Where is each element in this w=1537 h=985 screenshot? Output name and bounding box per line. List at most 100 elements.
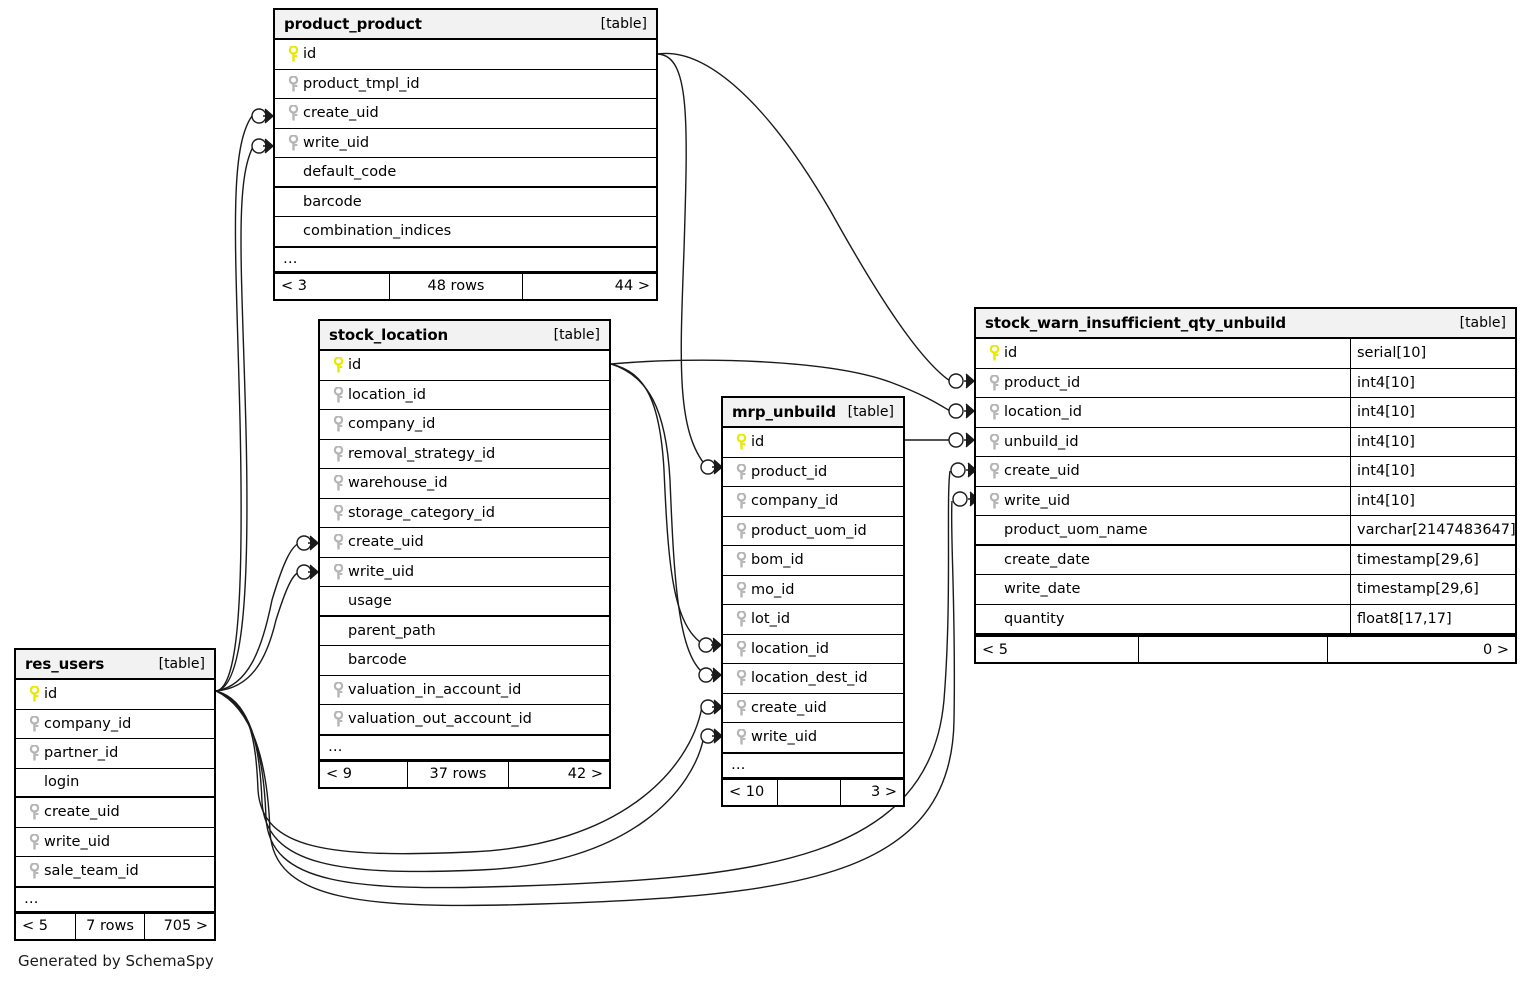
column-name-cell: write_uid [320,558,609,587]
column-name-cell: write_uid [723,723,903,752]
table-tag-label: [table] [847,403,894,420]
column-row[interactable]: combination_indices [275,217,656,247]
column-name-cell: create_date [976,546,1350,575]
foreign-key-icon [731,581,751,598]
table-tag-label: [table] [1459,314,1506,331]
column-label: login [44,774,80,791]
footer-next-count[interactable]: 705 > [144,913,214,939]
foreign-key-icon [24,833,44,850]
column-row[interactable]: default_code [275,158,656,188]
footer-prev-count[interactable]: < 5 [22,918,48,934]
foreign-key-icon [328,711,348,727]
column-row[interactable]: mo_id [723,576,903,605]
column-name-cell: write_uid [16,828,214,857]
column-row[interactable]: storage_category_id [320,499,609,528]
column-row[interactable]: warehouse_id [320,469,609,499]
table-stock_warn_insufficient_qty_unbuild[interactable]: stock_warn_insufficient_qty_unbuild [tabl… [974,307,1517,664]
column-row[interactable]: product_uom_id [723,517,903,546]
footer-row-count [777,779,840,805]
column-row[interactable]: valuation_out_account_id [320,705,609,735]
primary-key-icon [283,46,303,62]
footer-prev-count[interactable]: < 10 [729,784,765,800]
footer-prev-count[interactable]: < 9 [326,766,352,782]
column-row[interactable]: bom_id [723,546,903,576]
table-title: stock_warn_insufficient_qty_unbuild [985,313,1286,332]
column-row[interactable]: write_uid [723,723,903,753]
column-row[interactable]: id [723,428,903,458]
column-row[interactable]: sale_team_id [16,857,214,887]
table-header-mrp_unbuild: mrp_unbuild[table] [723,398,903,428]
column-row[interactable]: company_id [723,487,903,517]
column-row[interactable]: barcode [320,646,609,676]
column-row[interactable]: company_id [320,410,609,440]
column-row[interactable]: parent_path [320,617,609,646]
column-row[interactable]: write_uid [320,558,609,587]
column-name-cell: barcode [320,646,609,675]
column-row[interactable]: location_id [723,635,903,664]
column-label: product_uom_id [751,522,867,539]
column-row[interactable]: valuation_in_account_id [320,676,609,705]
column-label: write_uid [44,833,111,850]
column-label: write_uid [303,134,370,151]
column-row[interactable]: lot_id [723,605,903,635]
column-row[interactable]: write_uid [16,828,214,857]
column-type-cell: int4[10] [1350,398,1515,427]
column-label: write_uid [751,729,818,746]
column-name-cell: unbuild_id [976,428,1350,457]
column-row[interactable]: id [275,40,656,70]
column-row[interactable]: create_uid [723,694,903,723]
foreign-key-icon [328,681,348,698]
footer-next-count[interactable]: 42 > [508,761,609,787]
footer-prev-count[interactable]: < 3 [281,278,307,294]
column-row[interactable]: location_dest_id [723,664,903,694]
column-row[interactable]: id [16,680,214,710]
footer-next-count[interactable]: 3 > [840,779,903,805]
column-row[interactable]: partner_id [16,739,214,769]
table-title: res_users [25,654,105,673]
footer-prev-count[interactable]: < 5 [982,641,1008,658]
column-name-cell: location_dest_id [723,664,903,693]
column-row[interactable]: removal_strategy_id [320,440,609,469]
column-row[interactable]: id [320,351,609,381]
column-row[interactable]: create_uid [320,528,609,558]
column-row[interactable]: login [16,769,214,798]
footer-row-count: 37 rows [407,761,508,787]
column-label: mo_id [751,581,795,598]
column-row[interactable]: create_uid [275,99,656,129]
column-row[interactable]: barcode [275,188,656,217]
edge-location-to-unbuild-location [610,363,701,643]
more-columns-ellipsis: … [723,752,903,779]
column-name-cell: write_date [976,575,1350,604]
primary-key-icon [984,345,1004,361]
foreign-key-icon [283,134,303,151]
column-row[interactable]: product_tmpl_id [275,70,656,99]
footer-next-count[interactable]: 44 > [522,273,656,299]
column-label: id [44,686,58,703]
column-label: sale_team_id [44,863,139,880]
footer-next-count[interactable]: 0 > [1327,637,1515,662]
column-row[interactable]: product_id [723,458,903,487]
column-row[interactable]: write_uid [275,129,656,158]
primary-key-icon [328,357,348,373]
column-row[interactable]: company_id [16,710,214,739]
foreign-key-icon [731,463,751,480]
column-row[interactable]: create_uid [16,798,214,828]
column-row[interactable]: usage [320,587,609,617]
column-row[interactable]: location_id [320,381,609,410]
